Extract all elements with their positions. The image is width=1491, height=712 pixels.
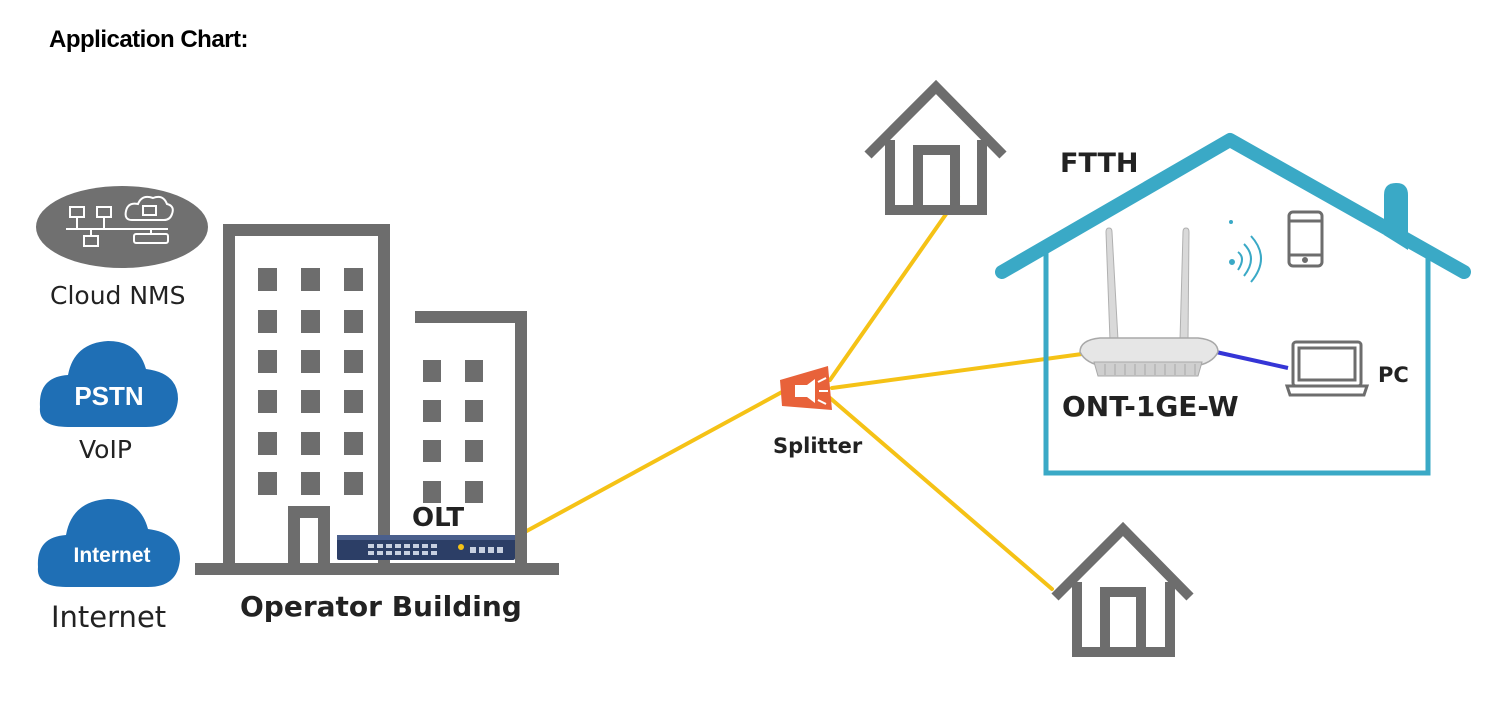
splitter-label: Splitter	[773, 434, 863, 458]
internet-label: Internet	[51, 600, 167, 634]
olt-label: OLT	[412, 503, 465, 533]
olt-device-icon	[337, 535, 515, 560]
building-windows	[258, 268, 483, 503]
wifi-signal-icon	[1229, 220, 1262, 283]
splitter-icon	[780, 366, 832, 410]
house-top-icon	[864, 79, 1007, 215]
fiber-splitter-to-ont	[830, 352, 1084, 390]
ont-router-icon	[1079, 227, 1219, 377]
laptop-icon	[1284, 340, 1370, 397]
internet-cloud-icon	[37, 499, 180, 587]
ftth-label: FTTH	[1060, 148, 1139, 179]
ftth-house-icon	[995, 133, 1471, 476]
cloud-nms-label: Cloud NMS	[50, 281, 186, 310]
operator-building-label: Operator Building	[240, 590, 522, 623]
house-bottom-icon	[1051, 521, 1194, 657]
smartphone-icon	[1287, 210, 1324, 268]
fiber-links	[521, 195, 1084, 591]
ethernet-ont-to-pc	[1215, 350, 1289, 370]
fiber-olt-to-splitter	[521, 390, 784, 535]
operator-building-icon	[195, 224, 559, 575]
voip-label: VoIP	[79, 435, 132, 464]
internet-badge: Internet	[73, 544, 151, 567]
pstn-badge: PSTN	[74, 381, 144, 411]
page-title: Application Chart:	[49, 26, 249, 53]
ont-label: ONT-1GE-W	[1062, 390, 1239, 423]
pstn-cloud-icon	[39, 341, 178, 427]
pc-label: PC	[1378, 363, 1409, 387]
fiber-splitter-to-top-house	[828, 195, 960, 382]
fiber-splitter-to-bottom-house	[828, 396, 1054, 591]
cloud-nms-icon	[36, 186, 208, 268]
